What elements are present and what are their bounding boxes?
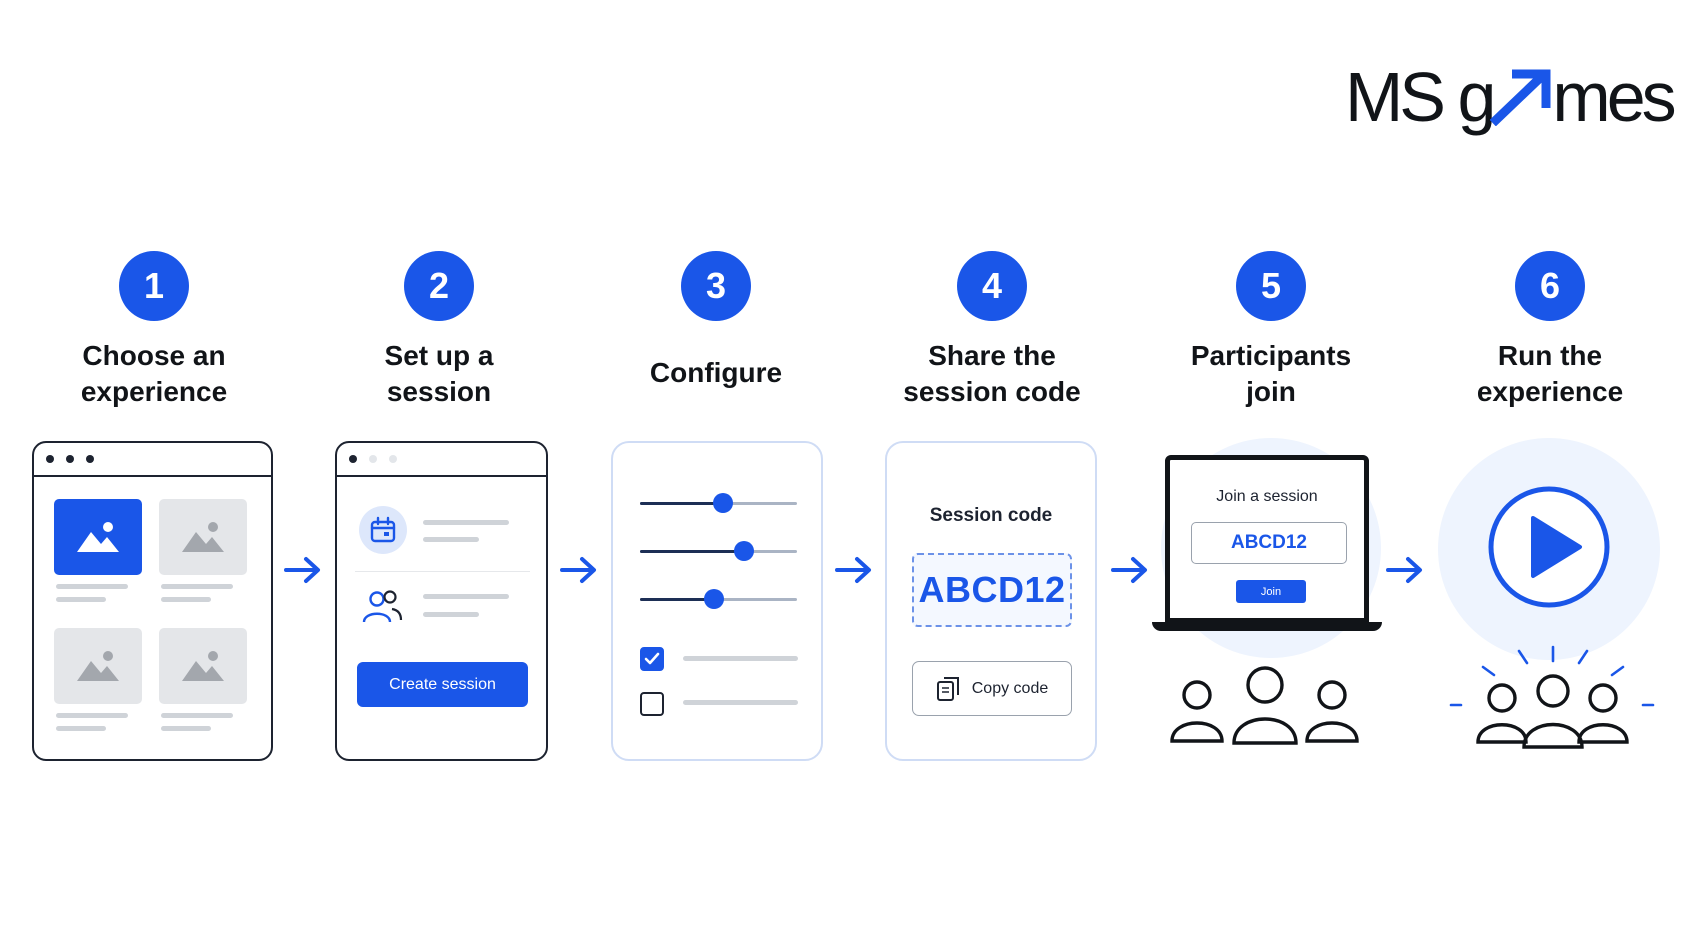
slider-fill <box>640 502 724 505</box>
logo-text-part2: mes <box>1552 58 1676 136</box>
laptop-base <box>1152 622 1382 631</box>
configure-card <box>611 441 823 761</box>
checkbox-unchecked[interactable] <box>640 692 664 716</box>
placeholder-line <box>683 700 798 705</box>
checkbox-checked[interactable] <box>640 647 664 671</box>
placeholder-line <box>56 713 128 718</box>
step-5-title-line2: join <box>1246 376 1296 407</box>
window-dot <box>46 455 54 463</box>
calendar-icon-badge <box>359 506 407 554</box>
window-topbar <box>34 443 271 477</box>
brand-logo: MS g mes <box>1345 52 1677 136</box>
image-icon <box>77 522 119 552</box>
slider-fill <box>640 598 714 601</box>
checkmark-icon <box>644 652 660 665</box>
step-1-title-line1: Choose an <box>82 340 226 371</box>
play-icon[interactable] <box>1486 484 1612 610</box>
step-1-badge: 1 <box>119 251 189 321</box>
step-4-badge: 4 <box>957 251 1027 321</box>
window-dot <box>86 455 94 463</box>
step-2-badge: 2 <box>404 251 474 321</box>
image-icon <box>77 651 119 681</box>
step-3-badge: 3 <box>681 251 751 321</box>
session-setup-card: Create session <box>335 441 548 761</box>
placeholder-line <box>161 597 211 602</box>
step-6-title: Run the experience <box>1430 338 1670 410</box>
experience-thumbnail[interactable] <box>159 499 247 575</box>
calendar-icon <box>370 516 396 543</box>
diagonal-arrow-icon <box>1490 69 1551 126</box>
experience-thumbnail[interactable] <box>54 628 142 704</box>
experience-thumbnail[interactable] <box>159 628 247 704</box>
window-topbar <box>337 443 546 477</box>
create-session-button[interactable]: Create session <box>357 662 528 707</box>
laptop-screen: Join a session ABCD12 Join <box>1165 455 1369 623</box>
experience-thumbnail-selected[interactable] <box>54 499 142 575</box>
window-dot <box>369 455 377 463</box>
placeholder-line <box>161 713 233 718</box>
session-code-display: ABCD12 <box>912 553 1072 627</box>
step-4-title-line2: session code <box>903 376 1081 407</box>
step-4-title-line1: Share the <box>928 340 1056 371</box>
arrow-right-icon <box>1386 557 1422 583</box>
step-4-title: Share the session code <box>872 338 1112 410</box>
placeholder-line <box>423 612 479 617</box>
step-2-title: Set up a session <box>319 338 559 410</box>
celebrating-participants-icon <box>1449 645 1655 749</box>
step-3-title: Configure <box>649 357 783 388</box>
window-dot <box>349 455 357 463</box>
participants-icon <box>1170 666 1359 745</box>
share-code-card: Session code ABCD12 Copy code <box>885 441 1097 761</box>
step-5-title: Participants join <box>1151 338 1391 410</box>
copy-code-button[interactable]: Copy code <box>912 661 1072 716</box>
step-5-badge: 5 <box>1236 251 1306 321</box>
step-1-title-line2: experience <box>80 376 228 407</box>
image-icon <box>182 651 224 681</box>
join-button[interactable]: Join <box>1236 580 1306 603</box>
window-dot <box>389 455 397 463</box>
users-icon <box>362 590 403 623</box>
step-6-badge: 6 <box>1515 251 1585 321</box>
placeholder-line <box>56 584 128 589</box>
slider-fill <box>640 550 744 553</box>
arrow-right-icon <box>1111 557 1147 583</box>
placeholder-line <box>161 726 211 731</box>
placeholder-line <box>161 584 233 589</box>
arrow-right-icon <box>835 557 871 583</box>
session-code-label: Session code <box>929 505 1053 526</box>
copy-icon <box>936 676 959 701</box>
slider-handle[interactable] <box>713 493 734 513</box>
window-dot <box>66 455 74 463</box>
step-6-title-line2: experience <box>1476 376 1624 407</box>
placeholder-line <box>683 656 798 661</box>
session-code-input[interactable]: ABCD12 <box>1191 522 1347 564</box>
step-6-title-line1: Run the <box>1497 340 1603 371</box>
slider-handle[interactable] <box>703 589 724 609</box>
arrow-right-icon <box>560 557 596 583</box>
image-icon <box>182 522 224 552</box>
step-2-title-line1: Set up a <box>384 340 494 371</box>
placeholder-line <box>423 594 509 599</box>
step-2-title-line2: session <box>386 376 492 407</box>
arrow-right-icon <box>284 557 320 583</box>
logo-text-part1: MS g <box>1345 58 1496 136</box>
copy-code-label: Copy code <box>971 679 1049 697</box>
step-1-title: Choose an experience <box>34 338 274 410</box>
placeholder-line <box>56 597 106 602</box>
placeholder-line <box>423 537 479 542</box>
join-session-title: Join a session <box>1216 488 1318 505</box>
experience-picker-card <box>32 441 273 761</box>
divider <box>355 571 530 572</box>
placeholder-line <box>56 726 106 731</box>
step-5-title-line1: Participants <box>1190 340 1352 371</box>
slider-handle[interactable] <box>733 541 754 561</box>
placeholder-line <box>423 520 509 525</box>
